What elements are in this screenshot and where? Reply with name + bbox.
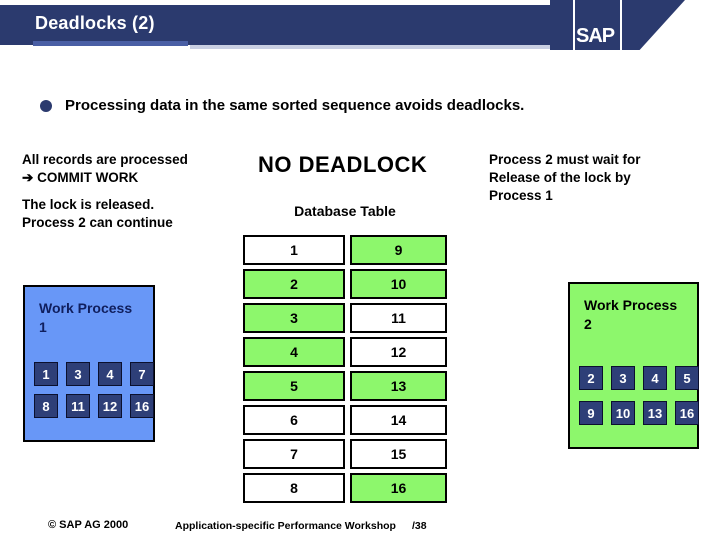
arrow-right-icon: ➔ xyxy=(22,170,34,185)
bullet-text: Processing data in the same sorted seque… xyxy=(65,97,525,114)
table-cell: 13 xyxy=(350,371,447,401)
table-row: 8 16 xyxy=(243,473,447,503)
record-slot: 8 xyxy=(34,394,58,418)
record-slot: 16 xyxy=(675,401,699,425)
record-slot: 2 xyxy=(579,366,603,390)
title-underline xyxy=(33,41,188,46)
table-row: 1 9 xyxy=(243,235,447,265)
note-process2-continue: Process 2 can continue xyxy=(22,215,173,230)
database-table-label: Database Table xyxy=(294,203,396,219)
no-deadlock-title: NO DEADLOCK xyxy=(258,152,428,177)
table-row: 6 14 xyxy=(243,405,447,435)
page-title: Deadlocks (2) xyxy=(35,13,155,33)
record-slot: 5 xyxy=(675,366,699,390)
table-cell: 4 xyxy=(243,337,345,367)
record-slot: 3 xyxy=(611,366,635,390)
table-cell: 14 xyxy=(350,405,447,435)
wp2-slot-row: 9 10 13 16 xyxy=(579,401,699,425)
table-row: 7 15 xyxy=(243,439,447,469)
table-cell: 5 xyxy=(243,371,345,401)
table-cell: 12 xyxy=(350,337,447,367)
sap-logo-separator xyxy=(620,0,622,50)
footer-copyright: © SAP AG 2000 xyxy=(48,519,129,531)
record-slot: 11 xyxy=(66,394,90,418)
table-cell: 1 xyxy=(243,235,345,265)
sap-logo-text: SAP xyxy=(576,25,615,47)
record-slot: 7 xyxy=(130,362,154,386)
header-bar xyxy=(0,5,622,45)
table-cell: 11 xyxy=(350,303,447,333)
note-lock-released: The lock is released. xyxy=(22,197,155,212)
table-cell: 7 xyxy=(243,439,345,469)
record-slot: 12 xyxy=(98,394,122,418)
table-cell: 9 xyxy=(350,235,447,265)
header-shadow xyxy=(190,45,622,49)
record-slot: 10 xyxy=(611,401,635,425)
footer-workshop-label: Application-specific Performance Worksho… xyxy=(175,520,396,532)
right-note-line: Release of the lock by xyxy=(489,170,631,185)
right-note-line: Process 1 xyxy=(489,188,553,203)
left-note: All records are processed ➔ COMMIT WORK … xyxy=(22,151,242,232)
right-note-line: Process 2 must wait for xyxy=(489,152,641,167)
table-cell: 16 xyxy=(350,473,447,503)
bullet-row: Processing data in the same sorted seque… xyxy=(40,97,524,114)
table-cell: 15 xyxy=(350,439,447,469)
record-slot: 16 xyxy=(130,394,154,418)
right-note: Process 2 must wait for Release of the l… xyxy=(489,151,684,205)
table-cell: 8 xyxy=(243,473,345,503)
record-slot: 4 xyxy=(643,366,667,390)
record-slot: 4 xyxy=(98,362,122,386)
table-cell: 2 xyxy=(243,269,345,299)
database-table: 1 9 2 10 3 11 4 12 5 13 6 xyxy=(243,235,447,507)
table-cell: 6 xyxy=(243,405,345,435)
record-slot: 3 xyxy=(66,362,90,386)
record-slot: 9 xyxy=(579,401,603,425)
table-row: 3 11 xyxy=(243,303,447,333)
table-cell: 10 xyxy=(350,269,447,299)
record-slot: 1 xyxy=(34,362,58,386)
table-cell: 3 xyxy=(243,303,345,333)
sap-logo-separator xyxy=(573,0,575,50)
work-process-2-title: Work Process 2 xyxy=(584,297,678,332)
table-row: 4 12 xyxy=(243,337,447,367)
sap-logo-diagonal xyxy=(622,0,685,50)
table-row: 5 13 xyxy=(243,371,447,401)
table-row: 2 10 xyxy=(243,269,447,299)
record-slot: 13 xyxy=(643,401,667,425)
footer-page-number: /38 xyxy=(412,520,427,532)
work-process-1-title: Work Process 1 xyxy=(39,300,133,335)
note-commit-work: ➔ COMMIT WORK xyxy=(22,169,242,187)
wp1-slot-row: 8 11 12 16 xyxy=(34,394,154,418)
note-records-processed: All records are processed xyxy=(22,152,188,167)
sap-logo: SAP xyxy=(550,0,685,50)
commit-work-label: COMMIT WORK xyxy=(37,170,139,185)
bullet-icon xyxy=(40,99,52,112)
sap-logo-block xyxy=(550,0,622,50)
